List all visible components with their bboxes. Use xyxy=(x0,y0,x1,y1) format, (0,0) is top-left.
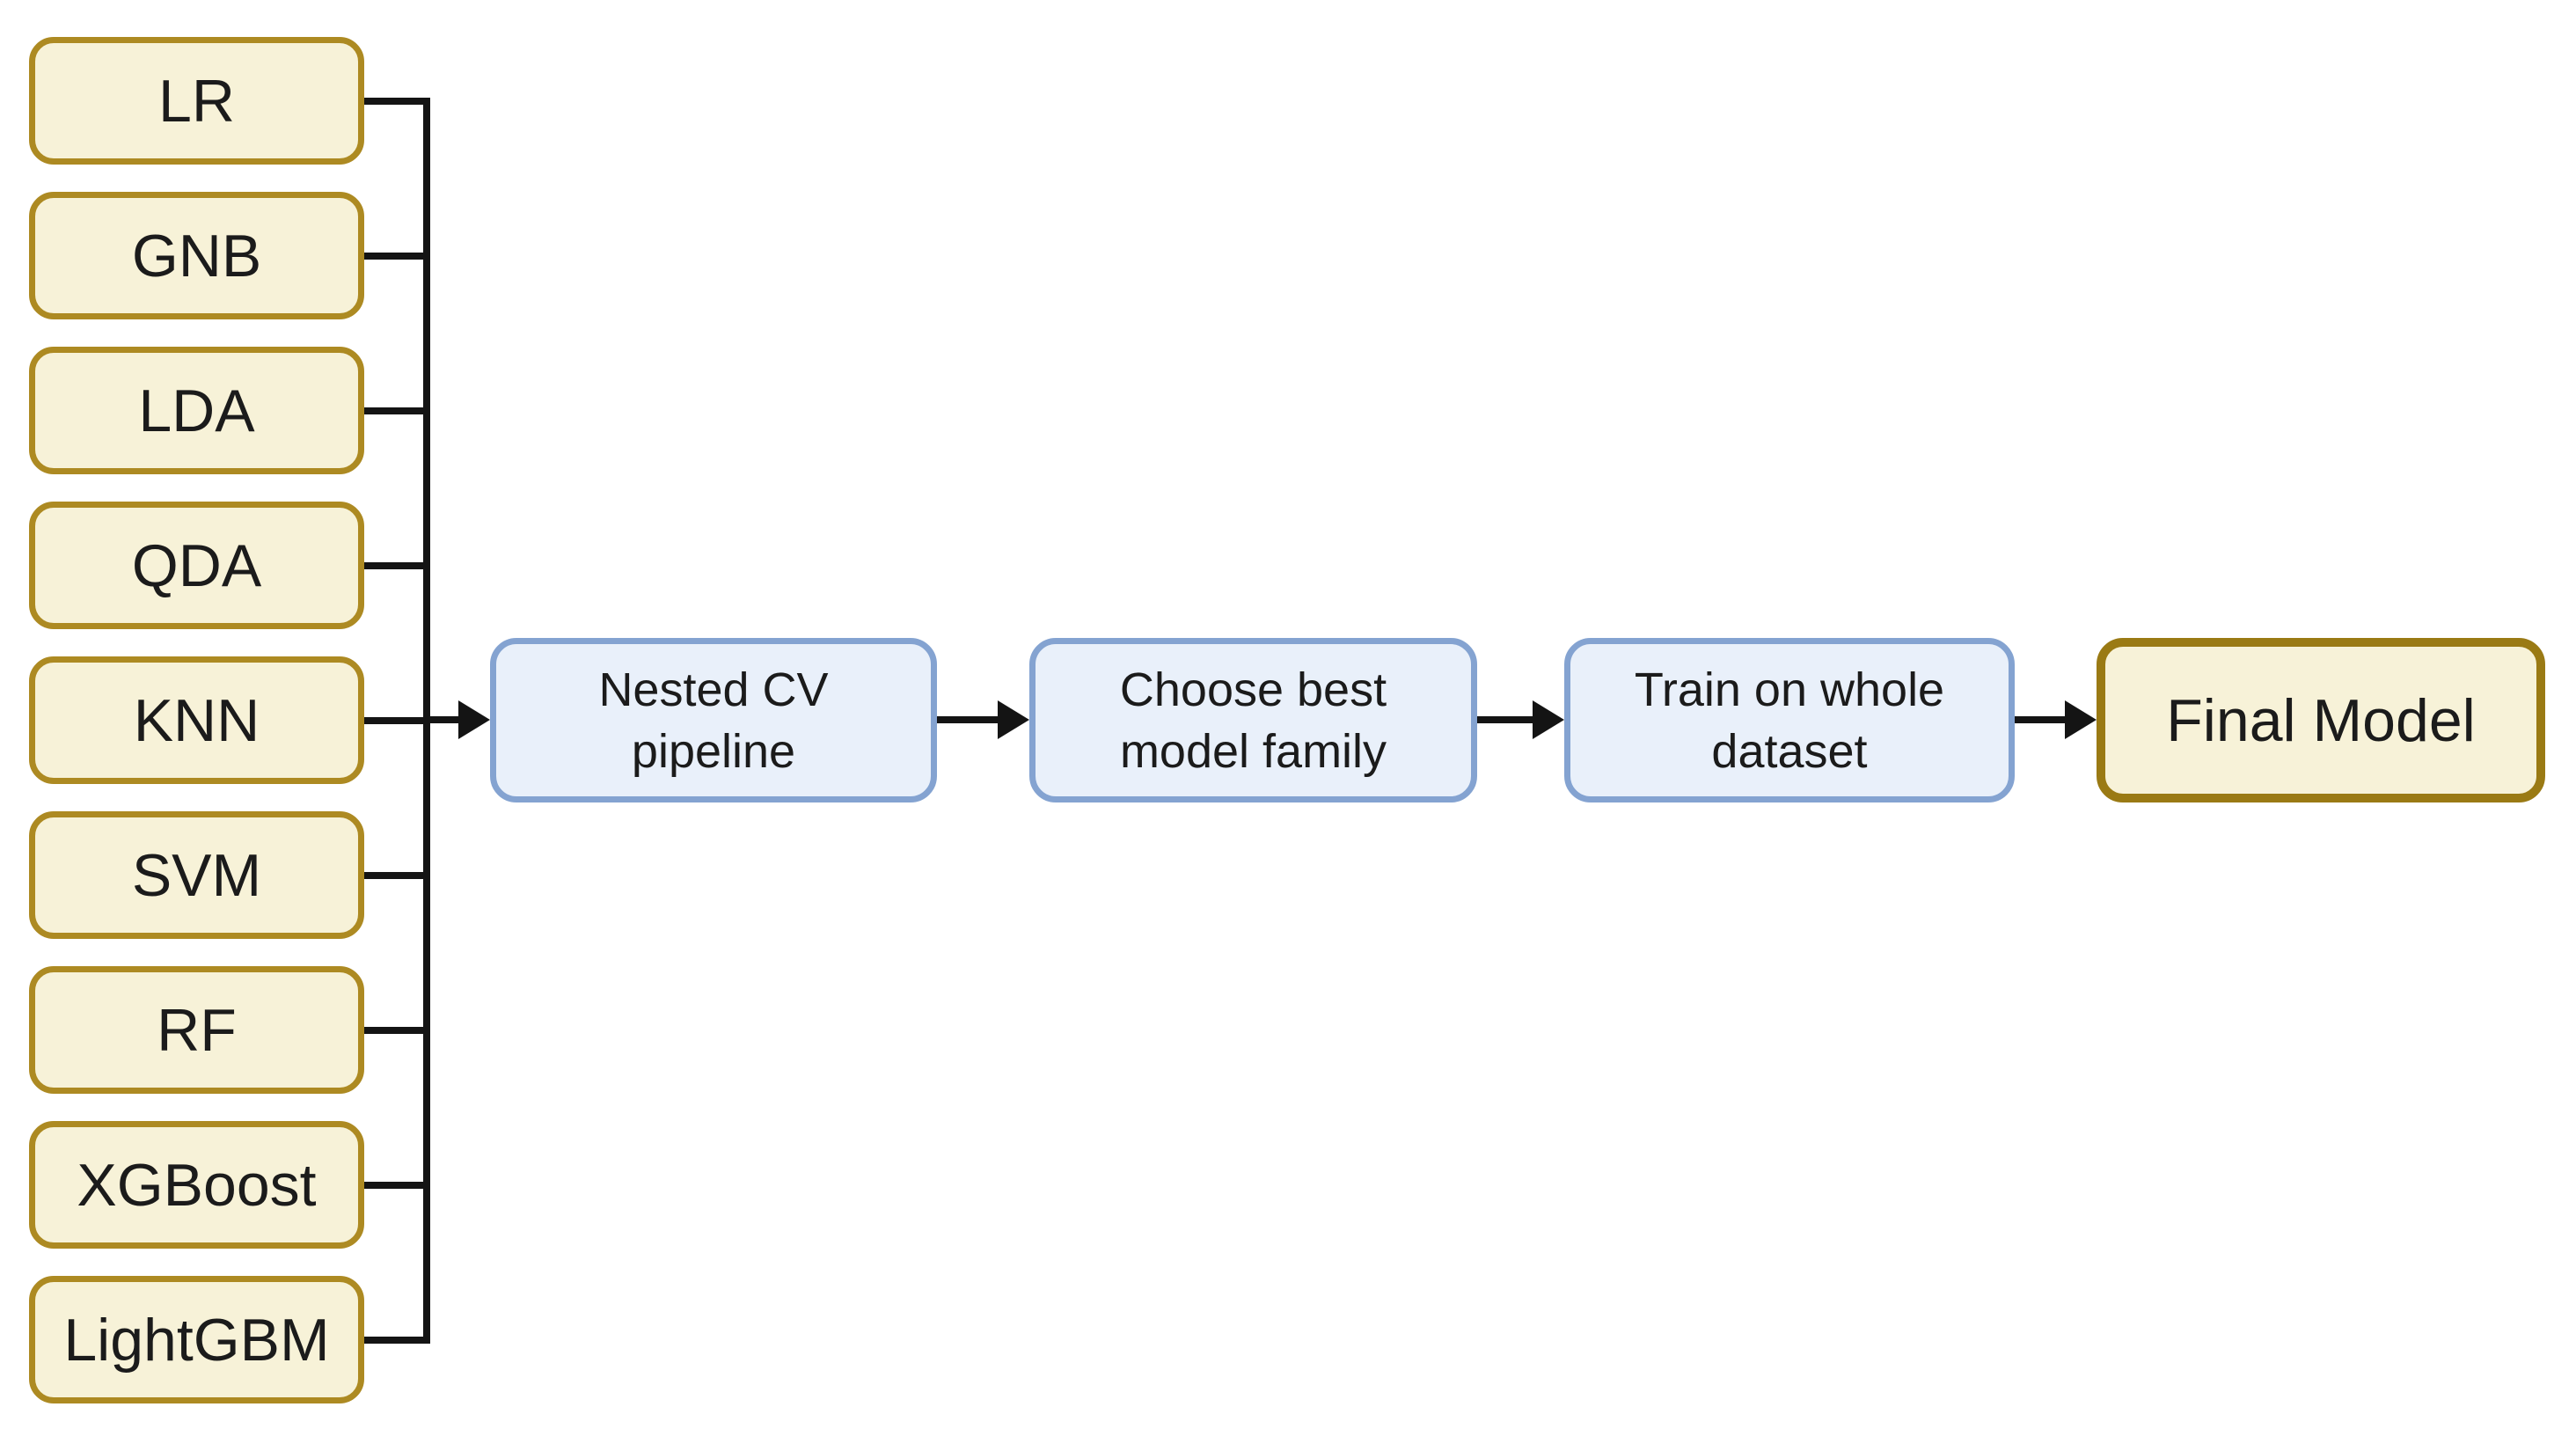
step-label-line: Train on whole xyxy=(1634,663,1945,716)
step-box-train-on-whole-dataset: Train on whole dataset xyxy=(1564,638,2015,802)
connector-line-lightgbm xyxy=(364,1337,429,1344)
step-box-choose-best-model-family: Choose best model family xyxy=(1029,638,1477,802)
model-box-label: QDA xyxy=(131,531,262,599)
connector-line-svm xyxy=(364,872,429,879)
step-label-line: Nested CV xyxy=(598,663,829,716)
connector-line-knn xyxy=(364,717,429,724)
model-box-label: GNB xyxy=(131,222,262,289)
model-box-lr: LR xyxy=(29,37,364,165)
model-box-qda: QDA xyxy=(29,502,364,629)
model-box-lda: LDA xyxy=(29,347,364,474)
flow-arrow-line-4 xyxy=(2015,716,2068,723)
model-box-label: KNN xyxy=(133,686,260,754)
model-box-label: LightGBM xyxy=(63,1306,330,1374)
step-label-line: pipeline xyxy=(631,724,796,778)
model-box-lightgbm: LightGBM xyxy=(29,1276,364,1403)
model-box-label: LR xyxy=(158,67,235,135)
step-box-final-model: Final Model xyxy=(2097,638,2545,802)
connector-line-qda xyxy=(364,562,429,569)
model-box-label: RF xyxy=(157,996,237,1064)
step-label-line: dataset xyxy=(1711,724,1868,778)
spine-line xyxy=(423,98,430,1344)
arrowhead-icon-2 xyxy=(998,700,1029,739)
model-box-gnb: GNB xyxy=(29,192,364,319)
model-box-label: SVM xyxy=(131,841,262,909)
step-label-line: Choose best xyxy=(1119,663,1387,716)
arrowhead-icon-4 xyxy=(2065,700,2097,739)
connector-line-xgboost xyxy=(364,1182,429,1189)
connector-line-lr xyxy=(364,98,429,105)
flow-arrow-line-1 xyxy=(430,716,464,723)
arrowhead-icon-1 xyxy=(458,700,490,739)
model-box-xgboost: XGBoost xyxy=(29,1121,364,1249)
connector-line-gnb xyxy=(364,253,429,260)
step-box-nested-cv-pipeline: Nested CV pipeline xyxy=(490,638,937,802)
step-label-line: model family xyxy=(1119,724,1387,778)
flow-arrow-line-3 xyxy=(1477,716,1536,723)
model-box-svm: SVM xyxy=(29,811,364,939)
model-box-label: LDA xyxy=(138,377,255,444)
model-box-rf: RF xyxy=(29,966,364,1094)
model-box-label: XGBoost xyxy=(77,1151,317,1219)
connector-line-lda xyxy=(364,407,429,414)
connector-line-rf xyxy=(364,1027,429,1034)
model-box-knn: KNN xyxy=(29,656,364,784)
arrowhead-icon-3 xyxy=(1533,700,1564,739)
flow-arrow-line-2 xyxy=(937,716,1001,723)
step-label-line: Final Model xyxy=(2166,686,2476,754)
